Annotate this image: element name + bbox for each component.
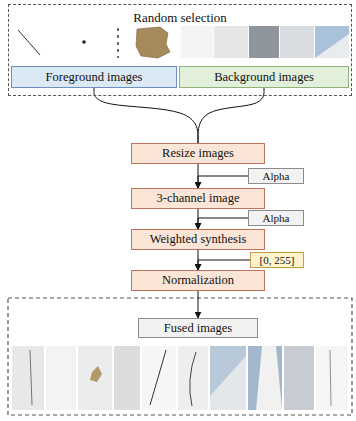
fused-thumbnails bbox=[12, 346, 348, 410]
flow-connector bbox=[94, 88, 198, 143]
parameter-box: Alpha bbox=[248, 168, 304, 184]
background-box: Background images bbox=[179, 66, 349, 88]
thumb bbox=[316, 346, 348, 410]
background-thumbnails bbox=[181, 26, 349, 58]
thumb bbox=[280, 26, 314, 58]
thumb bbox=[12, 346, 44, 410]
blade-shape bbox=[315, 34, 349, 58]
process-box: Weighted synthesis bbox=[131, 229, 265, 250]
box-label: Fused images bbox=[164, 321, 232, 336]
foreground-thumbnails bbox=[18, 27, 170, 58]
thumb bbox=[315, 26, 349, 58]
box-label: Alpha bbox=[263, 212, 290, 225]
group-heading: Random selection bbox=[9, 10, 351, 26]
foreground-box: Foreground images bbox=[11, 66, 177, 88]
defect-patch bbox=[90, 366, 102, 382]
flow-connector bbox=[198, 291, 199, 318]
crack-line bbox=[18, 30, 40, 55]
process-box: 3-channel image bbox=[131, 188, 265, 209]
crack-line bbox=[30, 350, 32, 405]
parameter-box: Alpha bbox=[248, 210, 304, 226]
flow-connector bbox=[198, 176, 248, 188]
box-label: 3-channel image bbox=[157, 191, 240, 206]
blade-shape bbox=[256, 346, 282, 410]
thumb bbox=[249, 26, 279, 58]
flow-connector bbox=[198, 218, 248, 229]
thumb bbox=[210, 346, 246, 410]
dashed-defect bbox=[117, 28, 118, 58]
thumb bbox=[214, 26, 248, 58]
thumb bbox=[284, 346, 314, 410]
box-label: [0, 255] bbox=[260, 254, 295, 267]
box-label: Alpha bbox=[263, 170, 290, 183]
defect-dot bbox=[82, 40, 86, 44]
range-box: [0, 255] bbox=[250, 252, 304, 268]
box-label: Background images bbox=[214, 70, 314, 85]
rust-patch bbox=[136, 27, 170, 58]
crack-line bbox=[150, 350, 166, 405]
crack-line bbox=[190, 352, 196, 406]
thumb bbox=[114, 346, 140, 410]
thumb bbox=[142, 346, 176, 410]
flow-connector bbox=[198, 260, 250, 270]
flow-connector bbox=[198, 88, 264, 143]
selection-group: Random selectionForeground images Backgro… bbox=[8, 4, 352, 96]
process-box: Resize images bbox=[131, 143, 265, 164]
box-label: Normalization bbox=[162, 273, 234, 288]
box-label: Foreground images bbox=[46, 70, 143, 85]
thumb bbox=[248, 346, 282, 410]
process-box: Normalization bbox=[131, 270, 265, 291]
blade-shape bbox=[210, 356, 246, 410]
thumb bbox=[178, 346, 208, 410]
output-box: Fused images bbox=[138, 318, 258, 338]
dashed-frame bbox=[8, 298, 352, 415]
crack-line bbox=[330, 350, 331, 406]
thumb bbox=[78, 346, 112, 410]
box-label: Resize images bbox=[162, 146, 234, 161]
thumb bbox=[46, 346, 76, 410]
thumb bbox=[181, 26, 213, 58]
box-label: Weighted synthesis bbox=[150, 232, 247, 247]
